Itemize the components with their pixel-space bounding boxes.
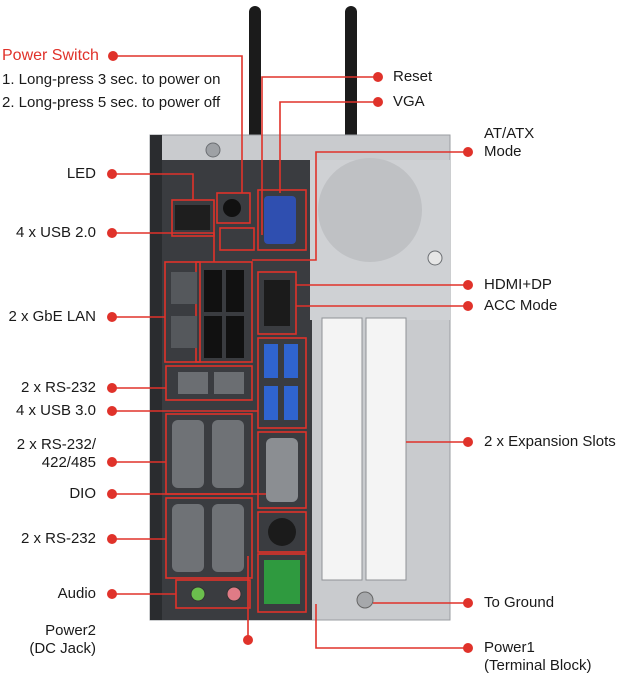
usb30-port-3	[264, 386, 278, 420]
label-to-ground: To Ground	[484, 594, 555, 611]
power2-box	[257, 511, 307, 553]
expansion-slots	[321, 317, 407, 581]
label-led: LED	[66, 165, 96, 182]
label-hdmi-dp: HDMI+DP	[484, 276, 552, 293]
dio-box	[257, 431, 307, 509]
label-at-atx-line2: Mode	[484, 143, 522, 160]
label-rs232-b: 2 x RS-232	[20, 530, 96, 547]
lan-box	[164, 261, 201, 363]
usb20-port-1	[204, 270, 222, 312]
usb30-port-4	[284, 386, 298, 420]
label-reset: Reset	[393, 68, 433, 85]
dio-port	[266, 438, 298, 502]
mic-jack	[226, 586, 242, 602]
power-button[interactable]	[223, 199, 241, 217]
screw-icon	[427, 250, 443, 266]
com-port-4	[214, 372, 244, 394]
vga-port	[264, 196, 296, 244]
antenna-left	[249, 6, 261, 141]
dc-jack	[268, 518, 296, 546]
com-port-3	[178, 372, 208, 394]
label-rs232-422-485-line2: 422/485	[41, 454, 96, 471]
com-rs232-a-box	[165, 365, 253, 401]
com-port-1	[172, 504, 204, 572]
power-switch-line2: 2. Long-press 5 sec. to power off	[2, 94, 221, 111]
label-power2-line1: Power2	[45, 622, 96, 639]
label-rs232-a: 2 x RS-232	[20, 379, 96, 396]
power1-box	[257, 553, 307, 613]
hdmi-dp-box	[257, 271, 297, 335]
vga-box	[257, 189, 307, 251]
reset-box	[219, 227, 255, 251]
screw-icon	[205, 142, 221, 158]
label-acc-mode: ACC Mode	[484, 297, 558, 314]
marker-dots	[107, 51, 473, 653]
power-switch-title: Power Switch	[2, 47, 99, 64]
usb30-port-2	[284, 344, 298, 378]
usb20-port-3	[204, 316, 222, 358]
power-switch-line1: 1. Long-press 3 sec. to power on	[2, 71, 221, 88]
label-expansion-slots: 2 x Expansion Slots	[484, 433, 616, 450]
power-switch-box	[216, 192, 251, 224]
label-audio: Audio	[57, 585, 96, 602]
usb20-box	[195, 261, 253, 363]
com-port-2	[212, 504, 244, 572]
line-out-jack	[190, 586, 206, 602]
leader-lines	[112, 55, 468, 649]
label-power2-line2: (DC Jack)	[29, 640, 96, 657]
ground-screw	[356, 591, 374, 609]
label-power1-line1: Power1	[484, 639, 535, 656]
label-power1-line2: (Terminal Block)	[484, 657, 592, 674]
fan-vent	[318, 158, 422, 262]
label-usb20: 4 x USB 2.0	[15, 224, 96, 241]
usb20-port-2	[226, 270, 244, 312]
led-indicator	[175, 205, 210, 230]
lan-port-1	[171, 272, 197, 304]
usb20-port-4	[226, 316, 244, 358]
terminal-block	[264, 560, 300, 604]
com-rs232-b-box	[165, 497, 253, 579]
label-usb30: 4 x USB 3.0	[15, 402, 96, 419]
com-port-6	[212, 420, 244, 488]
label-rs232-422-485-line1: 2 x RS-232/	[16, 436, 96, 453]
label-gbe-lan: 2 x GbE LAN	[8, 308, 96, 325]
label-at-atx-line1: AT/ATX	[484, 125, 535, 142]
usb30-box	[257, 337, 307, 429]
hdmi-dp-port	[264, 280, 290, 326]
label-dio: DIO	[69, 485, 96, 502]
usb30-port-1	[264, 344, 278, 378]
lan-port-2	[171, 316, 197, 348]
com-port-5	[172, 420, 204, 488]
label-vga: VGA	[393, 93, 425, 110]
antenna-right	[345, 6, 357, 141]
